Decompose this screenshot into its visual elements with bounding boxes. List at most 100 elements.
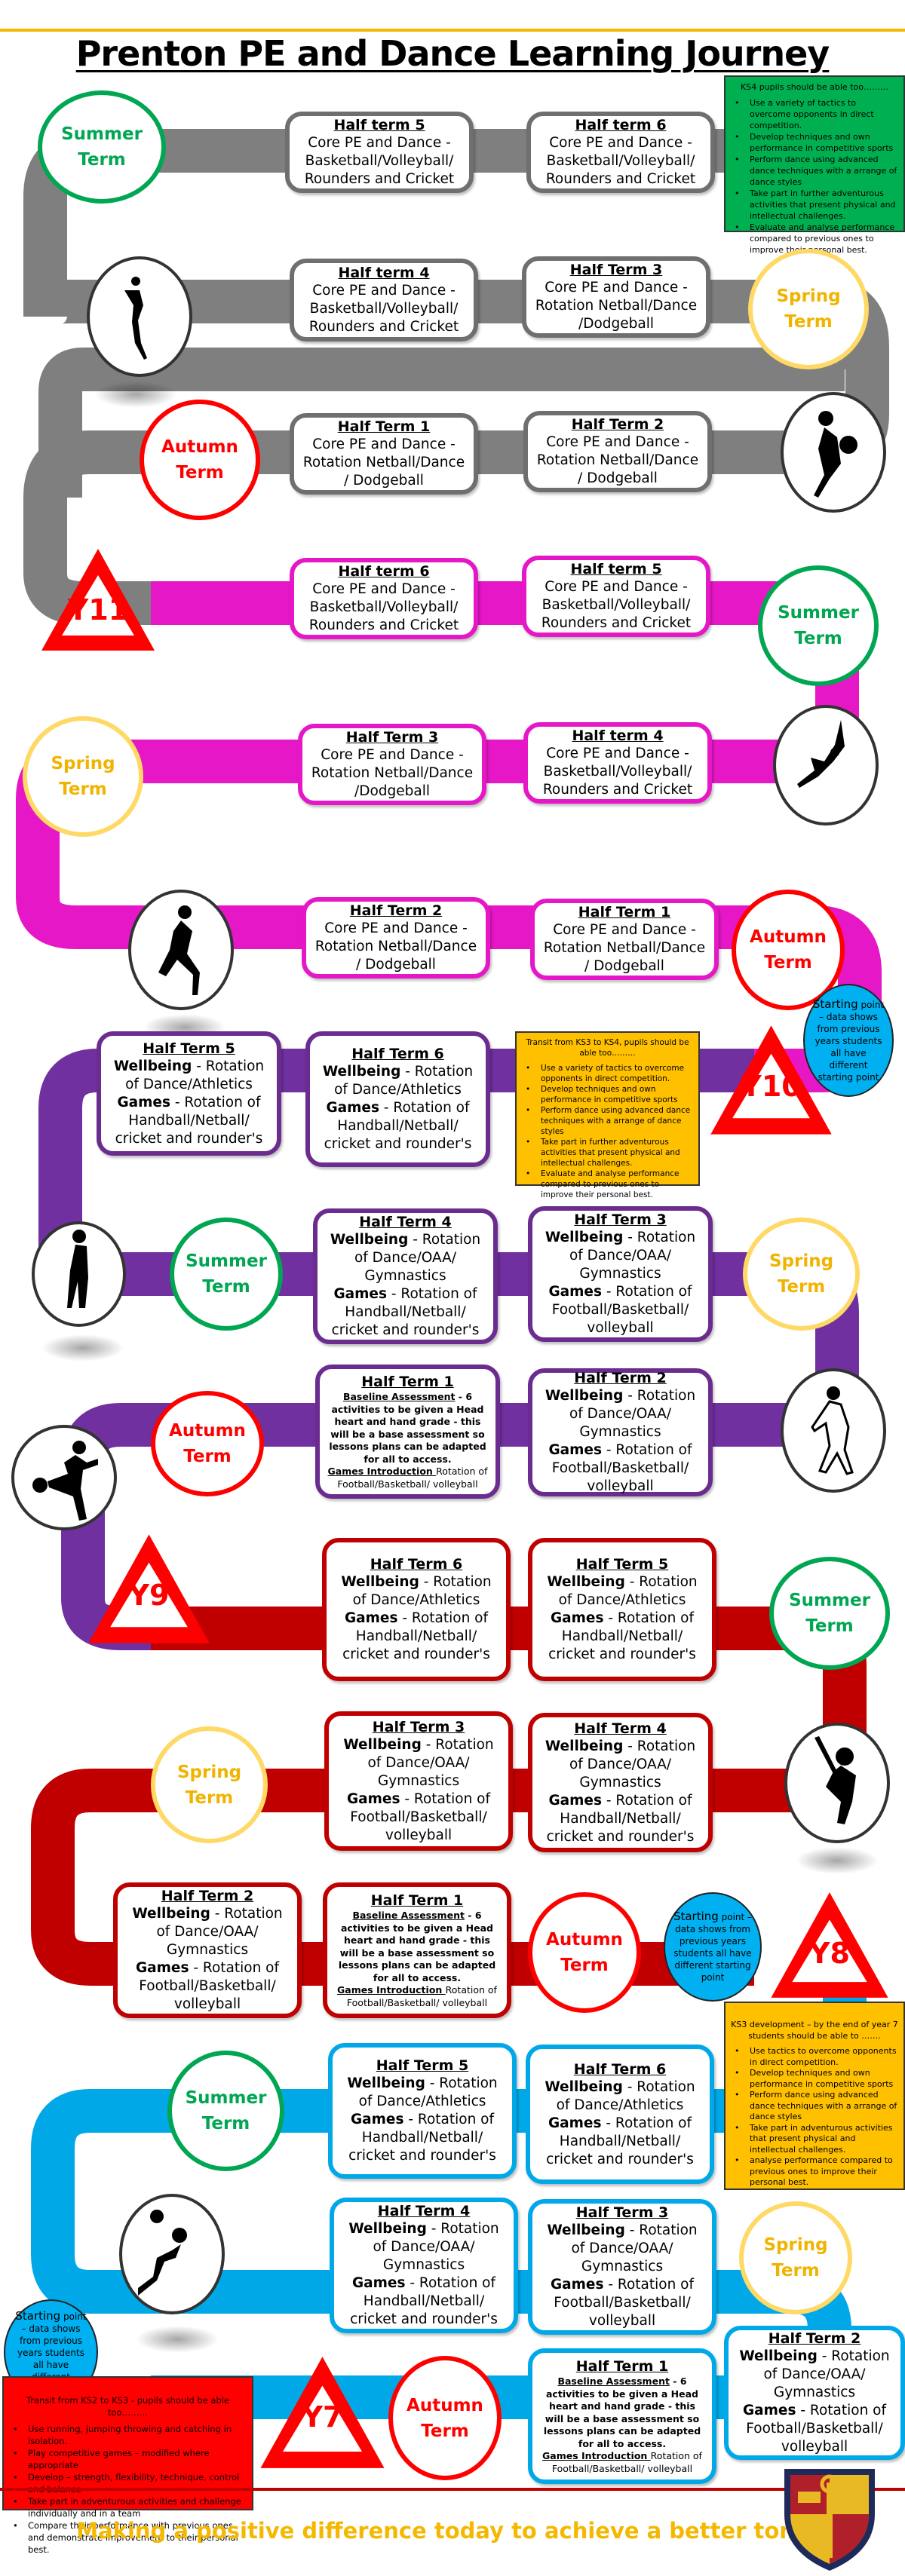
wellbeing-line: Wellbeing - Rotation of Dance/Athletics xyxy=(316,1063,480,1099)
baseline-text: - 6 activities to be given a Head heart … xyxy=(329,1391,486,1465)
y9-half-term-5: Half Term 5 Wellbeing - Rotation of Danc… xyxy=(97,1031,281,1156)
games-label: Games xyxy=(548,1442,602,1458)
y10-starting-point: Starting point – data shows from previou… xyxy=(803,984,894,1097)
games-text: - Rotation of Handball/Netball/ cricket … xyxy=(324,1100,472,1152)
course-activities: Rotation Netball/Dance / Dodgeball xyxy=(314,939,477,973)
note-item: Perform dance using advanced dance techn… xyxy=(730,2090,899,2123)
half-term-heading: Half Term 1 xyxy=(370,1892,464,1909)
note-item: Take part in further adventurous activit… xyxy=(521,1137,694,1169)
y9-half-term-3: Half Term 3 Wellbeing - Rotation of Danc… xyxy=(528,1206,713,1342)
note-item: Develop techniques and own performance i… xyxy=(730,2068,899,2090)
half-term-heading: Half Term 4 xyxy=(377,2203,471,2219)
ks4-objectives-note: KS4 pupils should be able too……… Use a v… xyxy=(724,75,905,255)
note-item: Develop techniques and own performance i… xyxy=(521,1084,694,1105)
y7-half-term-6: Half Term 6 Wellbeing - Rotation of Danc… xyxy=(526,2045,714,2184)
y8-half-term-1: Half Term 1 Baseline Assessment - 6 acti… xyxy=(323,1882,511,2018)
note-item: Take part in further adventurous activit… xyxy=(730,188,899,222)
half-term-heading: Half term 6 xyxy=(338,563,430,580)
wellbeing-line: Wellbeing - Rotation of Dance/Athletics xyxy=(339,2075,506,2111)
wellbeing-text: - Rotation of Dance/Athletics xyxy=(352,1574,492,1608)
games-intro-text: Rotation of Football/Basketball/ volleyb… xyxy=(346,1984,497,2008)
wellbeing-line: Wellbeing - Rotation of Dance/OAA/ Gymna… xyxy=(124,1905,291,1959)
course-title: Core PE and Dance - xyxy=(553,922,696,938)
y10-half-term-4: Half term 4 Core PE and Dance - Basketba… xyxy=(523,722,712,804)
games-line: Games - Rotation of Handball/Netball/ cr… xyxy=(339,2111,506,2165)
games-text: - Rotation of Handball/Netball/ cricket … xyxy=(350,2275,498,2327)
wellbeing-text: - Rotation of Dance/OAA/ Gymnastics xyxy=(354,1232,481,1284)
wellbeing-text: - Rotation of Dance/OAA/ Gymnastics xyxy=(373,2221,499,2273)
year-label: Y10 xyxy=(741,1070,802,1103)
year-label: Y9 xyxy=(128,1579,170,1612)
school-crest-icon xyxy=(777,2461,882,2573)
half-term-heading: Half Term 1 xyxy=(575,2358,669,2375)
half-term-heading: Half term 6 xyxy=(575,117,667,133)
course-title: Core PE and Dance - xyxy=(549,135,692,151)
games-label: Games xyxy=(117,1094,170,1110)
games-intro-line: Games Introduction Rotation of Football/… xyxy=(333,1984,501,2009)
header-rule xyxy=(0,29,905,32)
wellbeing-label: Wellbeing xyxy=(322,1064,401,1080)
games-intro-text: Rotation of Football/Basketball/ volleyb… xyxy=(551,2450,702,2474)
y11-half-term-1: Half Term 1 Core PE and Dance - Rotation… xyxy=(290,413,478,495)
note-item: Use tactics to overcome opponents in dir… xyxy=(730,2046,899,2068)
games-label: Games xyxy=(742,2403,796,2418)
games-line: Games - Rotation of Handball/Netball/ cr… xyxy=(538,1792,702,1846)
shadow xyxy=(136,2326,219,2353)
runner-icon xyxy=(128,890,234,1010)
wellbeing-label: Wellbeing xyxy=(132,1906,210,1922)
note-heading: KS3 development – by the end of year 7 s… xyxy=(731,2020,898,2041)
wellbeing-text: - Rotation of Dance/OAA/ Gymnastics xyxy=(569,1738,696,1790)
y10-half-term-3: Half Term 3 Core PE and Dance - Rotation… xyxy=(298,724,486,805)
y9-half-term-4: Half Term 4 Wellbeing - Rotation of Danc… xyxy=(313,1208,498,1344)
wellbeing-text: - Rotation of Dance/Athletics xyxy=(334,1064,474,1098)
half-term-heading: Half Term 3 xyxy=(372,1718,465,1735)
y8-half-term-5: Half Term 5 Wellbeing - Rotation of Danc… xyxy=(528,1538,716,1681)
y8-autumn-term: Autumn Term xyxy=(528,1892,641,2013)
games-line: Games - Rotation of Handball/Netball/ cr… xyxy=(316,1099,480,1153)
wellbeing-text: - Rotation of Dance/OAA/ Gymnastics xyxy=(569,1388,696,1440)
note-item: analyse performance compared to previous… xyxy=(730,2155,899,2189)
half-term-heading: Half Term 6 xyxy=(351,1046,444,1062)
y10-autumn-term: Autumn Term xyxy=(732,890,845,1010)
course-activities: Basketball/Volleyball/ Rounders and Cric… xyxy=(308,599,459,633)
note-item: Develop – strength, flexibility, techniq… xyxy=(8,2471,247,2495)
ks3-development-note: KS3 development – by the end of year 7 s… xyxy=(724,2002,905,2190)
wellbeing-text: - Rotation of Dance/Athletics xyxy=(358,2075,498,2109)
course-title: Core PE and Dance - xyxy=(545,280,688,296)
y7-half-term-1: Half Term 1 Baseline Assessment - 6 acti… xyxy=(528,2348,716,2484)
volleyball-player-icon xyxy=(87,256,192,377)
y10-year-marker: Y10 xyxy=(705,1022,837,1138)
wellbeing-text: - Rotation of Dance/Athletics xyxy=(558,1574,698,1608)
course-title: Core PE and Dance - xyxy=(546,746,689,761)
wellbeing-line: Wellbeing - Rotation of Dance/Athletics xyxy=(536,2078,704,2115)
half-term-heading: Half Term 5 xyxy=(143,1040,235,1057)
y10-half-term-2: Half Term 2 Core PE and Dance - Rotation… xyxy=(302,897,490,979)
games-label: Games xyxy=(548,2115,602,2131)
games-label: Games xyxy=(550,1610,604,1626)
wellbeing-line: Wellbeing - Rotation of Dance/Athletics xyxy=(538,1573,706,1610)
page-title: Prenton PE and Dance Learning Journey xyxy=(75,33,830,74)
note-item: Take part in adventurous activities that… xyxy=(730,2123,899,2156)
starting-point-text: point – data shows from previous years s… xyxy=(673,1912,753,1983)
note-item: Use a variety of tactics to overcome opp… xyxy=(521,1063,694,1084)
games-line: Games - Rotation of Handball/Netball/ cr… xyxy=(536,2115,704,2169)
half-term-heading: Half Term 2 xyxy=(768,2330,861,2347)
games-line: Games - Rotation of Football/Basketball/… xyxy=(538,1283,702,1337)
footballer-icon xyxy=(11,1425,117,1530)
note-item: Use running, jumping throwing and catchi… xyxy=(8,2423,247,2447)
wellbeing-label: Wellbeing xyxy=(547,2222,625,2238)
y7-summer-term: Summer Term xyxy=(167,2051,284,2171)
y9-half-term-1: Half Term 1 Baseline Assessment - 6 acti… xyxy=(315,1365,500,1499)
wellbeing-line: Wellbeing - Rotation of Dance/OAA/ Gymna… xyxy=(340,2220,508,2274)
games-intro-text: Rotation of Football/Basketball/ volleyb… xyxy=(337,1466,488,1490)
half-term-heading: Half Term 2 xyxy=(574,1370,667,1386)
games-label: Games xyxy=(135,1960,189,1976)
y11-half-term-2: Half Term 2 Core PE and Dance - Rotation… xyxy=(523,411,712,492)
games-label: Games xyxy=(548,1792,602,1809)
wellbeing-label: Wellbeing xyxy=(330,1232,409,1248)
course-activities: Rotation Netball/Dance /Dodgeball xyxy=(535,298,698,332)
y7-half-term-3: Half Term 3 Wellbeing - Rotation of Danc… xyxy=(528,2199,716,2335)
games-line: Games - Rotation of Football/Basketball/… xyxy=(735,2402,894,2456)
games-label: Games xyxy=(550,2277,604,2293)
y8-half-term-6: Half Term 6 Wellbeing - Rotation of Danc… xyxy=(322,1538,511,1681)
